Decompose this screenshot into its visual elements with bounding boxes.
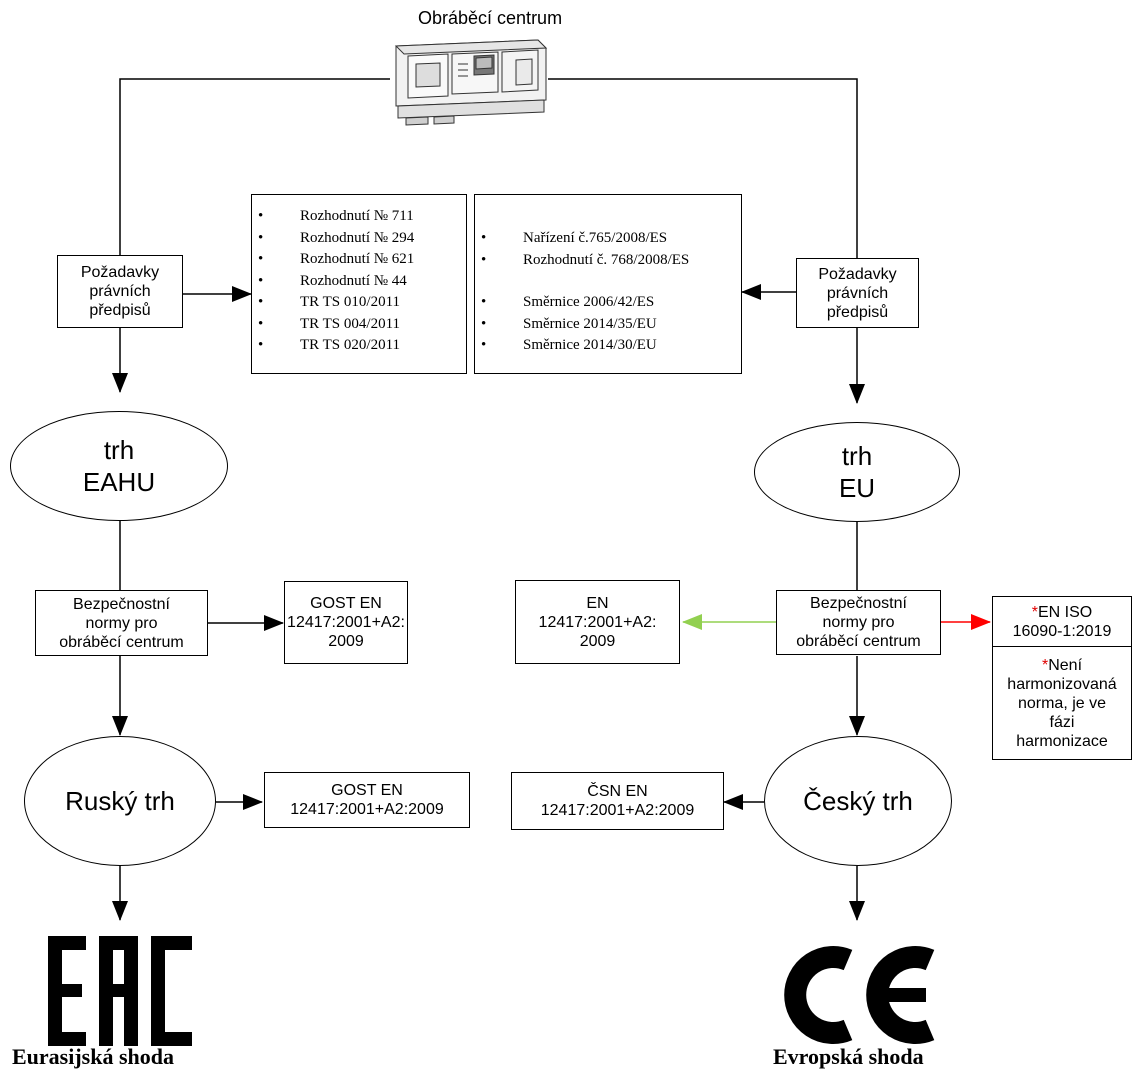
left-national-standard-box: GOST EN 12417:2001+A2:2009 <box>264 772 470 828</box>
right-national-standard-box: ČSN EN 12417:2001+A2:2009 <box>511 772 724 830</box>
standard-line: ČSN EN <box>587 783 648 800</box>
list-item: •Směrnice 2014/35/EU <box>481 315 657 332</box>
czech-market-ellipse: Český trh <box>764 736 952 866</box>
list-item: •Rozhodnutí № 294 <box>258 229 415 246</box>
norms-line: normy pro <box>822 614 895 631</box>
right-documents-list: •Nařízení č.765/2008/ES •Rozhodnutí č. 7… <box>474 194 742 374</box>
eurasian-conformity-caption: Eurasijská shoda <box>12 1044 175 1069</box>
machine-title: Obráběcí centrum <box>418 8 563 28</box>
list-item: •Rozhodnutí č. 768/2008/ES <box>481 251 690 268</box>
standard-line: 12417:2001+A2:2009 <box>540 802 695 819</box>
right-requirements-line: právních <box>826 284 889 302</box>
market-label: EU <box>838 473 876 503</box>
russian-market-ellipse: Ruský trh <box>24 736 216 866</box>
list-item: •Směrnice 2014/30/EU <box>481 337 657 353</box>
right-requirements-line: Požadavky <box>818 265 897 283</box>
list-item: •TR TS 004/2011 <box>258 315 401 332</box>
norms-line: normy pro <box>85 614 158 632</box>
norms-line: Bezpečnostní <box>73 595 170 613</box>
list-item: •Nařízení č.765/2008/ES <box>481 230 668 246</box>
standard-line: 2009 <box>579 632 616 650</box>
market-eu-ellipse: trh EU <box>754 422 960 522</box>
right-en-standard-box: EN 12417:2001+A2: 2009 <box>515 580 680 664</box>
list-item: •Rozhodnutí № 711 <box>258 208 414 224</box>
left-requirements-line: právních <box>89 283 151 300</box>
list-item: •TR TS 010/2011 <box>258 294 401 310</box>
market-label: trh <box>841 441 873 471</box>
left-documents-list: •Rozhodnutí № 711 •Rozhodnutí № 294 •Roz… <box>251 194 467 374</box>
standard-line: 12417:2001+A2:2009 <box>290 801 444 818</box>
standard-line: EN <box>586 594 609 612</box>
norms-line: obráběcí centrum <box>59 633 184 651</box>
standard-line: 12417:2001+A2: <box>287 614 405 631</box>
machining-center-icon <box>394 39 548 126</box>
left-requirements-line: předpisů <box>89 302 151 319</box>
left-requirements-line: Požadavky <box>80 264 160 281</box>
list-item: •Směrnice 2006/42/ES <box>481 294 655 310</box>
market-label: trh <box>103 435 135 465</box>
norms-line: Bezpečnostní <box>810 595 907 612</box>
standard-line: 12417:2001+A2: <box>538 613 657 631</box>
right-requirements-box: Požadavky právních předpisů <box>796 258 919 328</box>
list-item: •Rozhodnutí № 621 <box>258 251 415 267</box>
iso-note-line: *Není <box>1041 656 1083 674</box>
standard-line: GOST EN <box>310 595 382 612</box>
standard-line: 2009 <box>328 633 364 650</box>
iso-standard-line: 16090-1:2019 <box>1012 623 1112 640</box>
iso-standard-box: *EN ISO 16090-1:2019 <box>992 596 1132 648</box>
list-item: •Rozhodnutí № 44 <box>258 272 407 289</box>
market-label: Český trh <box>803 786 913 816</box>
list-item: •TR TS 020/2011 <box>258 337 401 353</box>
market-eahu-ellipse: trh EAHU <box>10 411 228 521</box>
eac-mark-icon <box>48 936 192 1046</box>
european-conformity-caption: Evropská shoda <box>773 1044 924 1069</box>
iso-note-line: harmonizace <box>1016 732 1108 750</box>
norms-line: obráběcí centrum <box>796 633 921 650</box>
iso-note-line: norma, je ve <box>1017 694 1107 712</box>
iso-note-line: fázi <box>1049 713 1075 731</box>
iso-note-box: *Není harmonizovaná norma, je ve fázi ha… <box>992 646 1132 760</box>
ce-mark-icon <box>784 946 935 1044</box>
right-requirements-line: předpisů <box>826 303 889 321</box>
market-label: Ruský trh <box>65 786 175 816</box>
iso-note-line: harmonizovaná <box>1007 675 1117 693</box>
market-label: EAHU <box>82 467 156 497</box>
iso-standard-line: *EN ISO <box>1031 604 1093 621</box>
left-safety-norms-box: Bezpečnostní normy pro obráběcí centrum <box>35 590 208 656</box>
right-safety-norms-box: Bezpečnostní normy pro obráběcí centrum <box>776 590 941 655</box>
left-requirements-box: Požadavky právních předpisů <box>57 255 183 328</box>
standard-line: GOST EN <box>331 782 403 799</box>
left-gost-standard-box: GOST EN 12417:2001+A2: 2009 <box>284 581 408 664</box>
